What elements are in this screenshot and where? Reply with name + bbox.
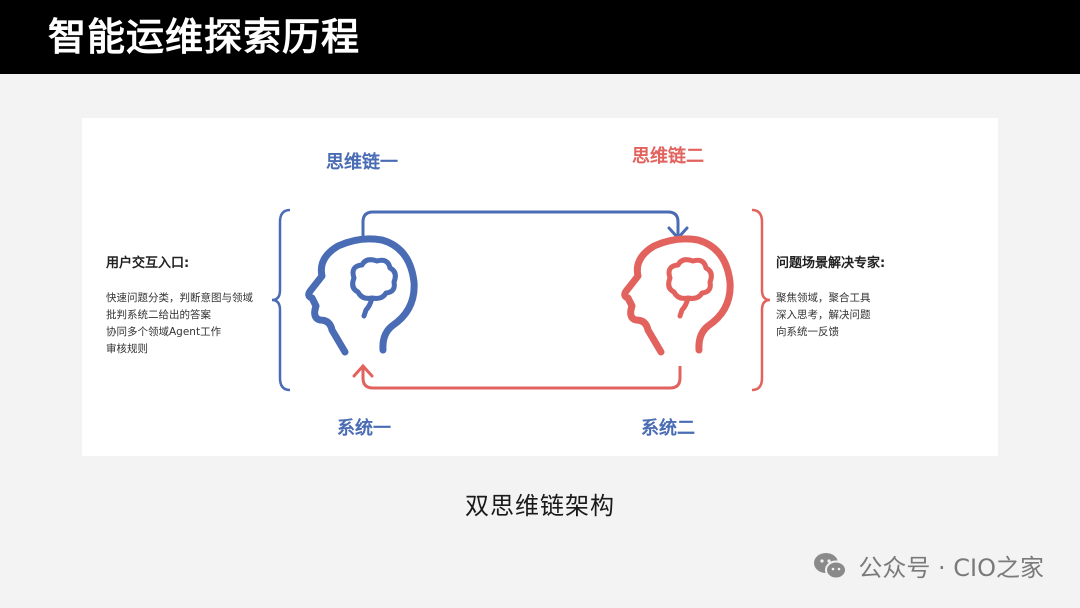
- left-side-title: 用户交互入口:: [106, 256, 190, 271]
- head-brain-icon-blue: [305, 235, 418, 356]
- wechat-icon: [814, 552, 848, 579]
- chain-two-label: 思维链二: [632, 146, 704, 167]
- head-brain-icon-red: [621, 235, 734, 356]
- chain-one-label: 思维链一: [326, 152, 398, 173]
- right-side-title: 问题场景解决专家:: [776, 256, 886, 271]
- right-line: 聚焦领域，聚合工具: [776, 292, 871, 304]
- left-line: 批判系统二给出的答案: [106, 309, 211, 321]
- right-brace: [751, 208, 771, 392]
- footer-text: 公众号 · CIO之家: [858, 554, 1044, 582]
- left-line: 协同多个领域Agent工作: [106, 326, 222, 338]
- right-side-description: 聚焦领域，聚合工具 深入思考，解决问题 向系统一反馈: [776, 290, 871, 341]
- arrow-top: [361, 210, 680, 238]
- left-brace: [271, 208, 291, 392]
- arrow-bottom-head: [352, 363, 374, 378]
- left-line: 快速问题分类，判断意图与领域: [106, 292, 253, 304]
- arrow-bottom: [361, 366, 682, 390]
- right-line: 深入思考，解决问题: [776, 309, 871, 321]
- system-one-label: 系统一: [337, 418, 391, 439]
- right-line: 向系统一反馈: [776, 326, 839, 338]
- left-line: 审核规则: [106, 343, 148, 355]
- diagram-panel: [82, 118, 998, 456]
- page-title: 智能运维探索历程: [48, 15, 361, 59]
- system-two-label: 系统二: [641, 418, 695, 439]
- header-bar: 智能运维探索历程: [0, 0, 1080, 74]
- footer-source: 公众号 · CIO之家: [812, 548, 1044, 583]
- diagram-caption: 双思维链架构: [465, 492, 615, 520]
- left-side-description: 快速问题分类，判断意图与领域 批判系统二给出的答案 协同多个领域Agent工作 …: [106, 290, 253, 358]
